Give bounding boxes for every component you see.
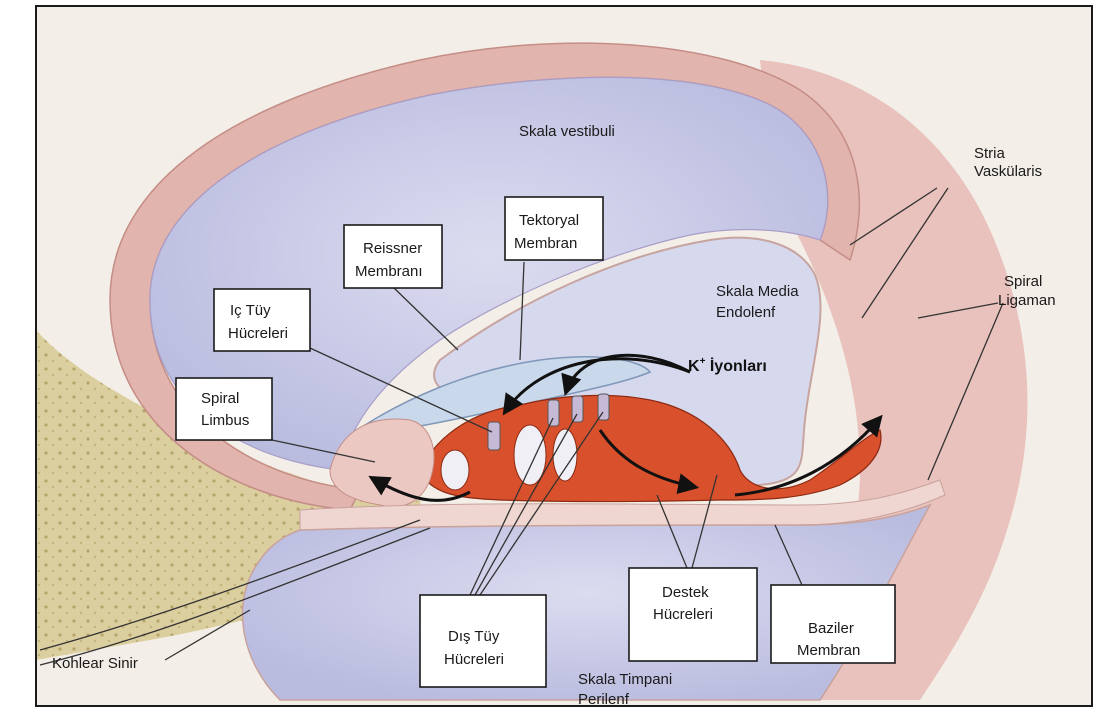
label-spiral-limbus-line2: Limbus: [201, 412, 249, 429]
label-baziler-line2: Membran: [797, 642, 860, 659]
outer-hair-cell: [548, 400, 559, 426]
label-stria-line2: Vaskülaris: [974, 163, 1042, 180]
label-reissner-line2: Membranı: [355, 263, 423, 280]
label-stria-line1: Stria: [974, 145, 1006, 162]
box-spiral-limbus: [176, 378, 272, 440]
label-spiral-ligaman-line2: Ligaman: [998, 292, 1056, 309]
label-ic-tuy-line1: Iç Tüy: [230, 302, 271, 319]
outer-hair-cell: [572, 396, 583, 422]
inner-hair-cell: [488, 422, 500, 450]
label-baziler-line1: Baziler: [808, 620, 854, 637]
label-destek-line2: Hücreleri: [653, 606, 713, 623]
label-ic-tuy-line2: Hücreleri: [228, 325, 288, 342]
inner-sulcus: [441, 450, 469, 490]
label-tektoryal-line1: Tektoryal: [519, 212, 579, 229]
tunnel-of-corti: [514, 425, 546, 485]
label-reissner-line1: Reissner: [363, 240, 422, 257]
label-destek-line1: Destek: [662, 584, 709, 601]
label-skala-media-line2: Endolenf: [716, 304, 776, 321]
label-dis-tuy-line1: Dış Tüy: [448, 628, 500, 645]
label-dis-tuy-line2: Hücreleri: [444, 651, 504, 668]
label-kohlear-sinir: Kohlear Sinir: [52, 655, 138, 672]
label-tektoryal-line2: Membran: [514, 235, 577, 252]
label-skala-media-line1: Skala Media: [716, 283, 799, 300]
label-skala-vestibuli: Skala vestibuli: [519, 123, 615, 140]
label-spiral-ligaman-line1: Spiral: [1004, 273, 1042, 290]
label-skala-timpani-line1: Skala Timpani: [578, 671, 672, 688]
label-spiral-limbus-line1: Spiral: [201, 390, 239, 407]
